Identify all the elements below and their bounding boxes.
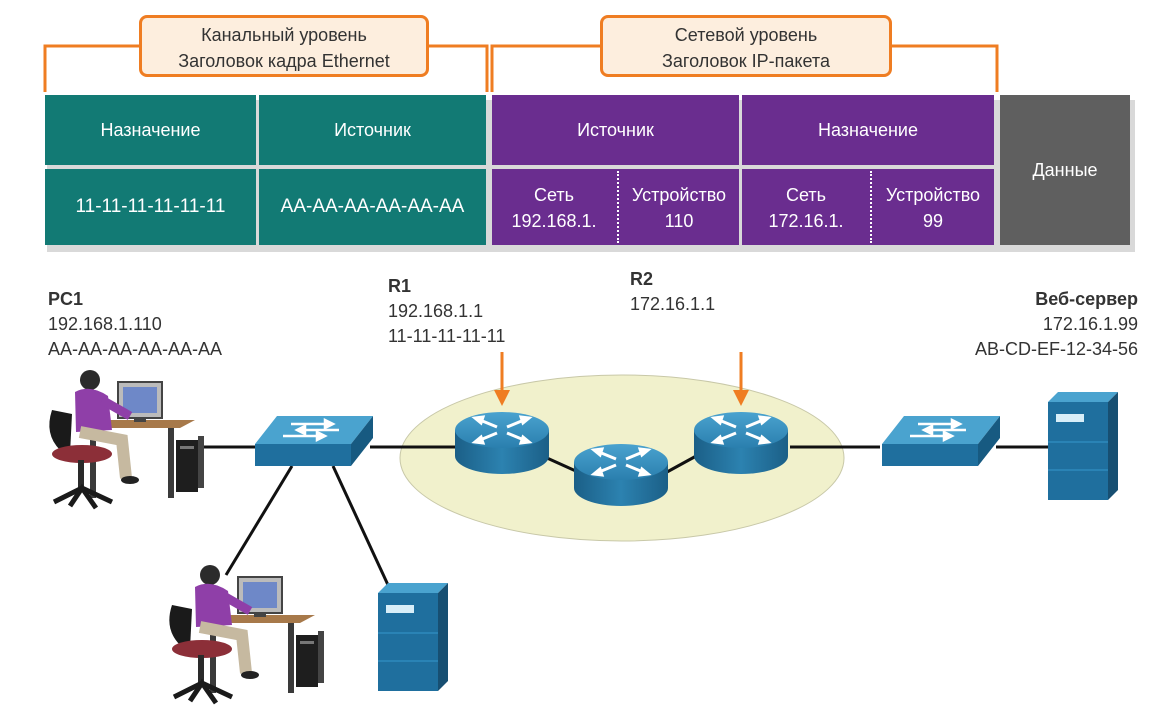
datalink-callout: Канальный уровень Заголовок кадра Ethern… — [139, 15, 429, 77]
link-r1-r3 — [546, 456, 579, 474]
ip-src-header: Источник — [492, 95, 739, 165]
pc-workstation-icon — [49, 370, 204, 508]
network-callout: Сетевой уровень Заголовок IP-пакета — [600, 15, 892, 77]
eth-src-header: Источник — [259, 95, 486, 165]
router-icon-r1 — [453, 410, 551, 476]
eth-dest-value: 11-11-11-11-11-11 — [45, 169, 256, 245]
arrow-down-icon-2 — [733, 352, 749, 406]
r2-name: R2 — [630, 269, 654, 289]
pc1-mac: AA-AA-AA-AA-AA-AA — [48, 339, 223, 359]
server-icon-web — [1047, 391, 1119, 501]
router-icon-r2 — [692, 410, 790, 476]
switch-icon-2 — [880, 414, 1002, 468]
network-links — [188, 445, 1050, 586]
ip-src-dev-value: 110 — [664, 211, 694, 231]
web-mac: AB-CD-EF-12-34-56 — [974, 339, 1138, 359]
server-icon-local — [377, 582, 449, 692]
web-labels: Веб-сервер 172.16.1.99 AB-CD-EF-12-34-56 — [900, 287, 1138, 362]
switch-icon — [253, 414, 375, 468]
ip-dst-cell: Сеть 172.16.1. Устройство 99 — [742, 169, 994, 245]
r2-labels: R2 172.16.1.1 — [630, 267, 715, 317]
ip-dst-net-label: Сеть — [785, 185, 827, 205]
ip-src-net-label: Сеть — [533, 185, 575, 205]
arrow-down-icon — [494, 352, 510, 406]
pc1-ip: 192.168.1.110 — [48, 314, 162, 334]
ip-src-divider — [617, 171, 619, 243]
ip-dst-dev-label: Устройство — [885, 185, 981, 205]
router-icon-middle — [572, 442, 670, 508]
network-callout-line1: Сетевой уровень — [674, 25, 818, 45]
ip-src-cell: Сеть 192.168.1. Устройство 110 — [492, 169, 739, 245]
link-switch-pc2 — [224, 465, 294, 576]
ip-dst-divider — [870, 171, 872, 243]
r1-name: R1 — [388, 276, 412, 296]
r1-ip: 192.168.1.1 — [388, 301, 484, 321]
pc1-name: PC1 — [48, 289, 84, 309]
link-switch-server2 — [331, 465, 390, 586]
ip-dst-net-value: 172.16.1. — [768, 211, 844, 231]
eth-dest-header: Назначение — [45, 95, 256, 165]
ip-src-net-value: 192.168.1. — [511, 211, 597, 231]
link-r3-r2 — [666, 453, 699, 474]
ip-dest-header: Назначение — [742, 95, 994, 165]
datalink-callout-line1: Канальный уровень — [201, 25, 367, 45]
ip-src-dev-label: Устройство — [631, 185, 727, 205]
datalink-callout-line2: Заголовок кадра Ethernet — [178, 51, 390, 71]
ip-dst-dev-value: 99 — [922, 211, 944, 231]
pc1-labels: PC1 192.168.1.110 AA-AA-AA-AA-AA-AA — [48, 287, 222, 362]
r1-mac: 11-11-11-11-11 — [388, 326, 506, 346]
eth-src-value: AA-AA-AA-AA-AA-AA — [259, 169, 486, 245]
pc-workstation-icon-2 — [169, 565, 324, 703]
network-callout-line2: Заголовок IP-пакета — [662, 51, 830, 71]
web-name: Веб-сервер — [1035, 289, 1138, 309]
r2-ip: 172.16.1.1 — [630, 294, 716, 314]
r1-labels: R1 192.168.1.1 11-11-11-11-11 — [388, 274, 505, 349]
data-header: Данные — [1000, 95, 1130, 245]
web-ip: 172.16.1.99 — [1042, 314, 1138, 334]
